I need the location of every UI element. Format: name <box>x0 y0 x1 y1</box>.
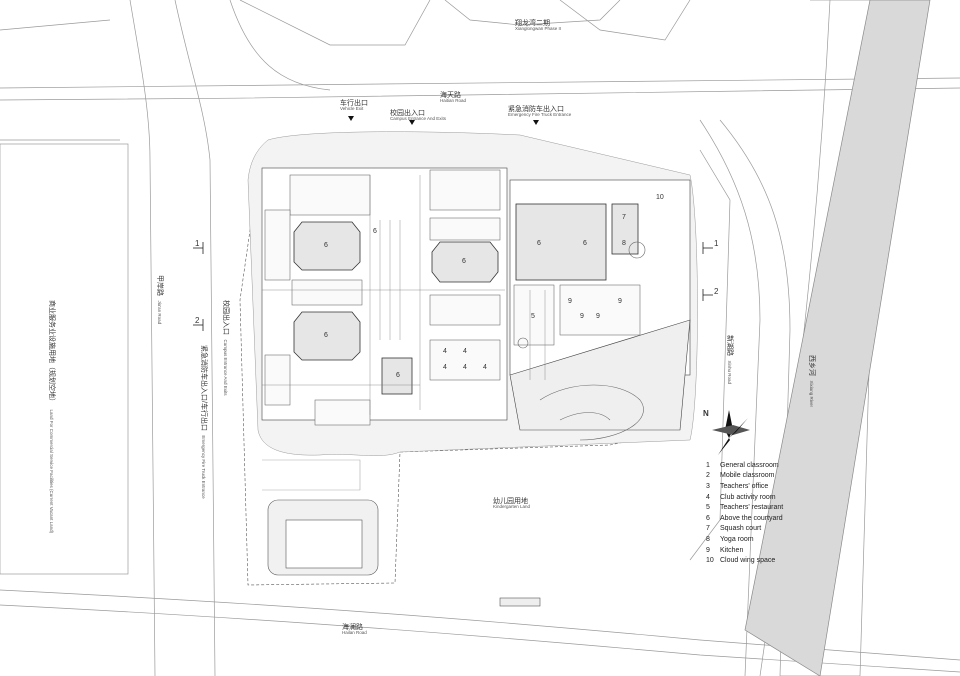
commercial-land-cn: 商业服务业设施用地（规划空地） <box>48 300 55 405</box>
campus-entrance-left-label: 校园出入口 Campus Entrance And Exits <box>220 300 236 395</box>
hailan-road-cn: 海澜路 <box>342 624 363 631</box>
fire-entrance-top-cn: 紧急消防车出入口 <box>508 106 564 113</box>
vehicle-exit-cn: 车行出口 <box>340 100 368 107</box>
campus-entrance-top-cn: 校园出入口 <box>390 110 425 117</box>
legend-label: Mobile classroom <box>720 472 775 480</box>
legend-label: Kitchen <box>720 546 744 554</box>
legend-item: 8 Yoga room <box>706 534 816 545</box>
xinhu-road-label: 新湖路 Xinhu Road <box>724 335 740 384</box>
fire-entrance-arrow-icon <box>533 120 539 125</box>
room-number: 9 <box>596 313 600 320</box>
section-mark-1-left: 1 <box>195 239 200 248</box>
vehicle-exit-arrow-icon <box>348 116 354 121</box>
campus-entrance-top-en: Campus Entrance And Exits <box>390 116 447 121</box>
haitian-road-en: Haitian Road <box>440 98 467 103</box>
legend-label: Above the courtyard <box>720 514 783 522</box>
room-number: 4 <box>443 364 447 371</box>
legend-label: General classroom <box>720 461 779 469</box>
haitian-road-cn: 海天路 <box>440 92 461 99</box>
legend-item: 4 Club activity room <box>706 492 816 503</box>
room-number: 9 <box>618 298 622 305</box>
legend-num: 6 <box>706 514 710 522</box>
legend-num: 2 <box>706 472 710 480</box>
legend-num: 5 <box>706 504 710 512</box>
room-number: 6 <box>324 332 328 339</box>
legend-item: 5 Teachers' restaurant <box>706 502 816 513</box>
vehicle-exit-label: 车行出口 Vehicle Exit <box>340 100 368 112</box>
legend-num: 7 <box>706 525 710 533</box>
xixiang-river-cn: 西乡河 <box>808 355 815 376</box>
hailan-road-label: 海澜路 Hailan Road <box>342 624 367 636</box>
legend-num: 8 <box>706 535 710 543</box>
legend-label: Club activity room <box>720 493 776 501</box>
kindergarten-land-label: 幼儿园用地 Kindergarten Land <box>493 498 530 510</box>
legend-label: Squash court <box>720 525 762 533</box>
legend-label: Cloud wing space <box>720 557 776 565</box>
legend-item: 9 Kitchen <box>706 545 816 556</box>
room-number: 5 <box>531 313 535 320</box>
section-mark-1-right: 1 <box>714 239 719 248</box>
room-number: 9 <box>580 313 584 320</box>
room-number: 6 <box>583 240 587 247</box>
kindergarten-land-cn: 幼儿园用地 <box>493 498 528 505</box>
legend-num: 4 <box>706 493 710 501</box>
legend-num: 9 <box>706 546 710 554</box>
jiaan-road-cn: 甲岸路 <box>156 275 163 296</box>
room-number: 4 <box>483 364 487 371</box>
phase-cn: 翔龙湾二期 <box>515 20 550 27</box>
section-mark-2-left: 2 <box>195 316 200 325</box>
legend-label: Teachers' office <box>720 482 769 490</box>
room-number: 6 <box>462 258 466 265</box>
campus-entrance-left-en: Campus Entrance And Exits <box>223 339 228 396</box>
hailan-road-en: Hailan Road <box>342 630 367 635</box>
room-number: 4 <box>443 348 447 355</box>
kindergarten-land-en: Kindergarten Land <box>493 504 531 509</box>
campus-entrance-top-label: 校园出入口 Campus Entrance And Exits <box>390 110 446 122</box>
legend-num: 3 <box>706 482 710 490</box>
legend-item: 6 Above the courtyard <box>706 513 816 524</box>
fire-entrance-left-label: 紧急消防车出入口/车行出口 Emergency Fire Truck Entra… <box>198 345 214 499</box>
xinhu-road-cn: 新湖路 <box>726 335 733 356</box>
fire-entrance-top-label: 紧急消防车出入口 Emergency Fire Truck Entrance <box>508 106 571 118</box>
legend-num: 10 <box>706 557 714 565</box>
room-number: 6 <box>373 228 377 235</box>
room-number: 8 <box>622 240 626 247</box>
room-number: 10 <box>656 194 664 201</box>
legend-item: 3 Teachers' office <box>706 481 816 492</box>
room-number: 7 <box>622 214 626 221</box>
legend-item: 10 Cloud wing space <box>706 555 816 566</box>
room-number: 4 <box>463 348 467 355</box>
jiaan-road-en: Jia'an Road <box>157 300 162 325</box>
legend-item: 1 General classroom <box>706 460 816 471</box>
legend-item: 7 Squash court <box>706 524 816 535</box>
haitian-road-label: 海天路 Haitian Road <box>440 92 466 104</box>
xixiang-river-en: Xixiang River <box>809 380 814 407</box>
jiaan-road-label: 甲岸路 Jia'an Road <box>154 275 170 324</box>
legend-label: Yoga room <box>720 535 754 543</box>
room-number: 6 <box>537 240 541 247</box>
xixiang-river-label: 西乡河 Xixiang River <box>806 355 822 407</box>
campus-entrance-left-cn: 校园出入口 <box>222 300 229 335</box>
legend-item: 2 Mobile classroom <box>706 471 816 482</box>
section-mark-2-right: 2 <box>714 287 719 296</box>
fire-entrance-left-en: Emergency Fire Truck Entrance <box>201 435 206 499</box>
legend-label: Teachers' restaurant <box>720 504 784 512</box>
room-number: 6 <box>324 242 328 249</box>
legend-num: 1 <box>706 461 710 469</box>
vehicle-exit-en: Vehicle Exit <box>340 106 364 111</box>
room-number: 9 <box>568 298 572 305</box>
campus-entrance-arrow-icon <box>409 120 415 125</box>
phase-label: 翔龙湾二期 Xianglongwan Phase II <box>515 20 561 32</box>
room-number: 6 <box>396 372 400 379</box>
fire-entrance-top-en: Emergency Fire Truck Entrance <box>508 112 572 117</box>
commercial-land-en: Land For Commercial Service Facilities (… <box>49 409 54 534</box>
phase-en: Xianglongwan Phase II <box>515 26 562 31</box>
xinhu-road-en: Xinhu Road <box>727 360 732 384</box>
room-number: 4 <box>463 364 467 371</box>
north-label: N <box>703 409 709 418</box>
commercial-land-label: 商业服务业设施用地（规划空地） Land For Commercial Serv… <box>46 300 62 533</box>
fire-entrance-left-cn: 紧急消防车出入口/车行出口 <box>200 345 207 431</box>
